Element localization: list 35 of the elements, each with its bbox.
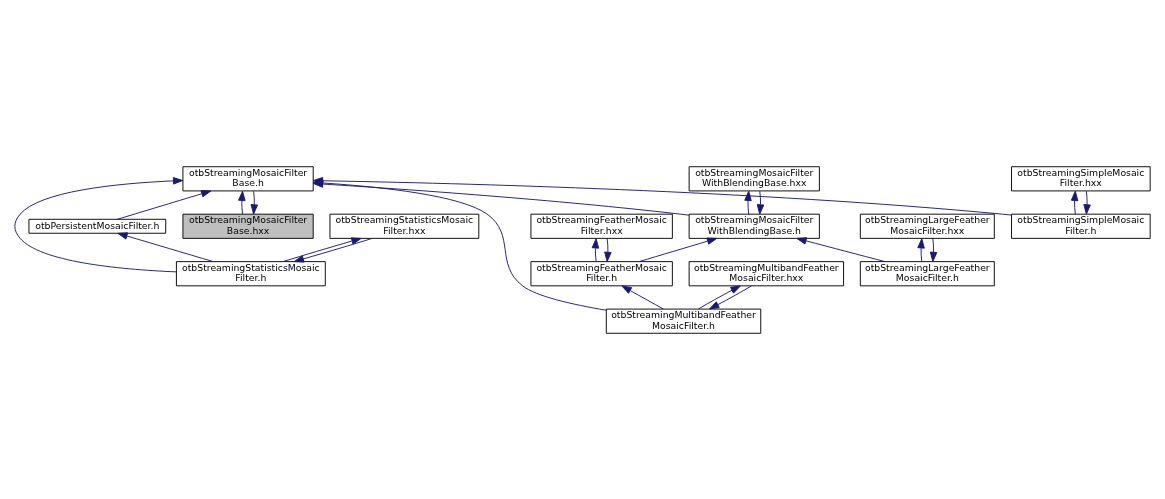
arrow [116,189,212,220]
node-box: otbStreamingSimpleMosaic Filter.h [1011,213,1151,239]
node-box: otbStreamingMultibandFeather MosaicFilter.h [605,308,762,334]
node-box: otbStreamingMosaicFilter WithBlendingBase.hxx [688,165,820,191]
arrow [756,190,765,215]
arrow [796,236,885,262]
node-box: otbPersistentMosaicFilter.h [28,218,167,234]
arrow [709,285,752,309]
node-box: otbStreamingFeatherMosaic Filter.hxx [530,213,673,239]
arrow [638,237,718,262]
arrow [591,237,600,262]
arrow [1070,190,1079,215]
node-box: otbStreamingMultibandFeather MosaicFilter.hxx [688,260,845,286]
arrow [604,237,612,262]
node-box: otbStreamingMosaicFilter Base.hxx [182,213,314,239]
arrow [929,237,938,262]
arrow [621,285,664,309]
node-box: otbStreamingMosaicFilter WithBlendingBase.h [688,213,820,239]
node-box: otbStreamingStatisticsMosaic Filter.h [175,260,326,286]
node-box: otbStreamingLargeFeather MosaicFilter.h [859,260,995,286]
node-box: otbStreamingFeatherMosaic Filter.h [530,260,673,286]
arrow [744,190,752,215]
arrow [917,237,925,262]
node-box: otbStreamingMosaicFilter Base.h [182,165,314,191]
arrow [282,236,362,262]
node-box: otbStreamingLargeFeather MosaicFilter.hxx [859,213,995,239]
node-box: otbStreamingSimpleMosaic Filter.hxx [1011,165,1151,191]
arrow [1083,190,1091,215]
arrow [698,285,741,309]
arrow [117,231,214,262]
arrow [293,237,373,263]
node-box: otbStreamingStatisticsMosaic Filter.hxx [329,213,480,239]
arrow [250,190,258,215]
arrow [238,190,246,215]
arrow [14,176,184,272]
